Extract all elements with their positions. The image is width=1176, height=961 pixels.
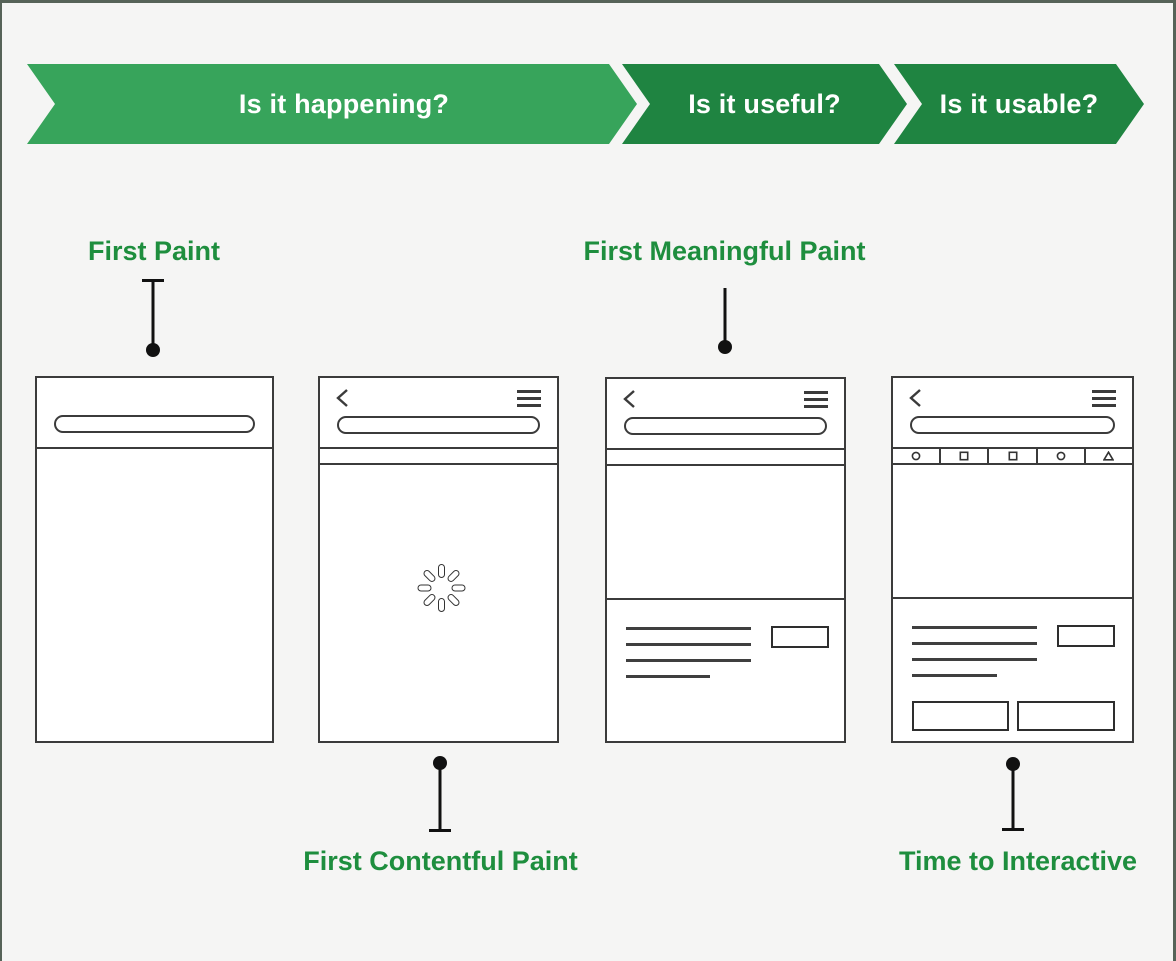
connector-dot [145,343,160,357]
phone-mockup-first-meaningful-paint [605,377,846,743]
banner-step-label: Is it happening? [238,88,450,119]
search-bar [54,415,255,433]
phone-header [607,379,844,450]
label-first-contentful-paint: First Contentful Paint [303,846,578,876]
tab-square-icon [941,449,990,463]
tab-circle-icon [893,449,942,463]
chevron-left-icon [909,389,921,407]
label-first-paint: First Paint [87,236,221,266]
text-line-placeholder [626,643,751,646]
hamburger-menu-icon [804,391,828,412]
phone-toolbar-strip [320,449,557,465]
connector-dot [717,340,732,354]
search-bar [910,416,1115,434]
text-line-placeholder [912,626,1037,629]
banner-step-label: Is it usable? [939,88,1099,119]
button-placeholder [1057,625,1115,647]
text-line-placeholder [626,675,710,678]
connector-cap [428,829,451,832]
phone-content-section [607,598,844,741]
banner-step-label: Is it useful? [688,88,841,119]
connector-line [151,280,154,350]
tab-triangle-icon [1086,449,1132,463]
chevron-left-icon [623,390,635,408]
button-placeholder [912,701,1009,731]
hamburger-menu-icon [1092,390,1116,411]
phone-mockup-first-paint [35,376,274,743]
text-line-placeholder [626,627,751,630]
text-line-placeholder [912,674,997,677]
chevron-left-icon [336,389,348,407]
phone-header [37,378,272,449]
search-bar [337,416,540,434]
text-line-placeholder [912,642,1037,645]
connector-line [1011,764,1014,830]
banner-step-is-it-usable: Is it usable? [894,64,1144,144]
phone-header [320,378,557,449]
label-first-meaningful-paint: First Meaningful Paint [583,236,866,266]
label-time-to-interactive: Time to Interactive [898,846,1138,876]
hamburger-menu-icon [517,390,541,411]
banner-step-is-it-happening: Is it happening? [27,64,637,144]
connector-line [438,763,441,831]
phone-content-section [893,597,1132,741]
banner-step-is-it-useful: Is it useful? [622,64,907,144]
phone-mockup-first-contentful-paint [318,376,559,743]
phone-tab-bar [893,449,1132,465]
button-placeholder [1017,701,1115,731]
text-line-placeholder [626,659,751,662]
phone-toolbar-strip [607,450,844,466]
phone-header [893,378,1132,449]
connector-line [723,288,726,347]
button-placeholder [771,626,829,648]
tab-circle-icon [1038,449,1086,463]
text-line-placeholder [912,658,1037,661]
phone-mockup-time-to-interactive [891,376,1134,743]
connector-cap [1001,828,1024,831]
search-bar [624,417,827,435]
tab-square-icon [989,449,1038,463]
